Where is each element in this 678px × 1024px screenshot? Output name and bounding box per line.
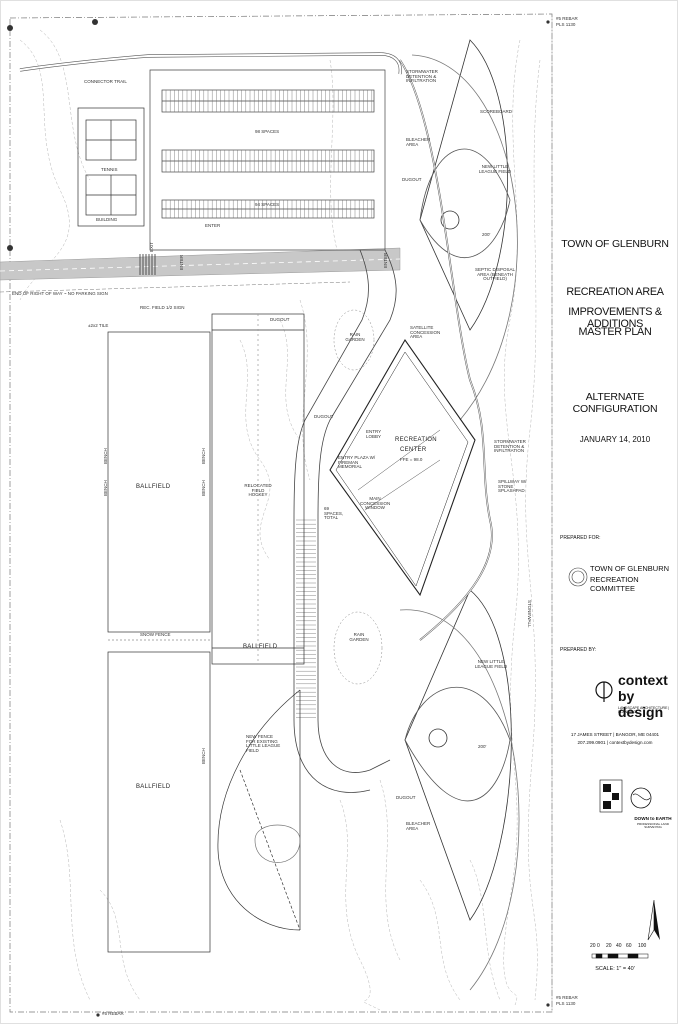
label-tennis: TENNIS <box>101 167 118 172</box>
label-right-of-way: END OF RIGHT OF WAY ~ NO PARKING SIGN <box>12 291 108 296</box>
label-tie: ±2x2 TILE <box>88 323 109 328</box>
title-project-2: IMPROVEMENTS & ADDITIONS <box>568 306 662 331</box>
south-parking-row <box>296 519 316 718</box>
label-dugout-top: DUGOUT <box>402 177 422 182</box>
label-rain-garden-bot: RAIN GARDEN <box>349 632 369 642</box>
partner-tagline: PROFESSIONAL LAND SURVEYING <box>636 822 670 830</box>
label-bleacher-top: BLEACHER AREA <box>406 137 431 147</box>
label-scoreboard: SCOREBOARD <box>480 109 513 114</box>
west-ballfields <box>107 313 305 953</box>
label-new-ll-bot: NEW LITTLE LEAGUE FIELD <box>474 659 508 669</box>
scale-tick: 40 <box>616 943 622 949</box>
label-ballfield-3: BALLFIELD <box>136 784 171 790</box>
label-stonewall: STONEWALL <box>527 600 532 628</box>
label-98-spaces: 98 SPACES <box>255 129 280 134</box>
title-project-3: MASTER PLAN <box>578 326 652 338</box>
label-septic: SEPTIC DISPOSAL AREA (BENEATH OUTFIELD) <box>474 267 515 281</box>
firm-logo <box>595 681 613 702</box>
scale-tick: 20 <box>590 943 596 949</box>
label-bleacher-bot: BLEACHER AREA <box>406 821 431 831</box>
label-bench-1: BENCH <box>103 448 108 464</box>
parking-stripes <box>165 90 372 218</box>
recreation-center-building <box>329 338 476 597</box>
client-line-2: RECREATION COMMITTEE <box>590 575 639 593</box>
label-enter-1: ENTER <box>205 223 221 228</box>
label-69-spaces: 69 SPACES, TOTAL <box>324 506 344 520</box>
partner-logos <box>599 779 652 813</box>
scale-tick: 100 <box>638 943 647 949</box>
label-building: BUILDING <box>96 217 118 222</box>
town-seal <box>568 567 588 587</box>
client-line-1: TOWN OF GLENBURN <box>590 564 670 573</box>
label-ballfield-1: BALLFIELD <box>136 484 171 490</box>
label-satellite: SATELLITE CONCESSION AREA <box>410 325 441 339</box>
scale-tick: 0 <box>597 943 600 949</box>
entrance-crosswalk <box>139 254 156 275</box>
road <box>0 247 401 293</box>
label-bench-4: BENCH <box>201 480 206 496</box>
label-spillway: SPILLWAY W/ STONE SPLASHPAD <box>498 479 527 493</box>
label-enter-3: ENTER <box>383 252 388 268</box>
label-dugout-mid: DUGOUT <box>270 317 290 322</box>
firm-contact: 207.299.0901 | contextbydesign.com <box>577 740 653 745</box>
title-project-1: RECREATION AREA <box>566 286 664 298</box>
rain-gardens <box>333 309 383 685</box>
firm-tagline: LANDSCAPE ARCHITECTURE | PLANNING <box>618 706 670 715</box>
title-date: JANUARY 14, 2010 <box>579 435 651 444</box>
label-rebar-br2: PLS 1130 <box>556 1001 576 1006</box>
label-relocated-field-hockey: RELOCATED FIELD HOCKEY <box>244 483 272 497</box>
prepared-for-label: PREPARED FOR: <box>560 535 601 541</box>
firm-address: 17 JAMES STREET | BANGOR, ME 04401 <box>570 732 660 737</box>
label-94-spaces: 94 SPACES <box>255 202 280 207</box>
top-little-league-field <box>411 39 518 421</box>
label-main-concession: MAIN CONCESSION WINDOW <box>360 496 391 510</box>
scale-label: SCALE: 1" = 40' <box>595 966 635 972</box>
prepared-by-label: PREPARED BY: <box>560 647 597 653</box>
label-bench-3: BENCH <box>201 448 206 464</box>
label-new-ll-top: NEW LITTLE LEAGUE FIELD <box>478 164 512 174</box>
label-bench-2: BENCH <box>103 480 108 496</box>
label-ffe: FFE = 98.0 <box>400 457 423 462</box>
title-block: TOWN OF GLENBURN RECREATION AREA IMPROVE… <box>552 0 678 1024</box>
label-rebar-tr: #5 REBAR <box>556 16 578 21</box>
firm-name-2: by design <box>618 688 664 721</box>
label-snow-fence: SNOW FENCE <box>140 632 171 637</box>
label-recreation-center-2: CENTER <box>400 447 427 453</box>
title-town: TOWN OF GLENBURN <box>561 238 669 250</box>
scale-tick: 20 <box>606 943 612 949</box>
scale-bar <box>591 953 649 959</box>
label-dugout-mid2: DUGOUT <box>314 414 334 419</box>
label-lobby: ENTRY LOBBY <box>366 429 382 439</box>
label-rebar-br: #5 REBAR <box>556 995 578 1000</box>
label-stormwater-top: STORMWATER DETENTION & INFILTRATION <box>406 69 438 83</box>
scale-tick: 60 <box>626 943 632 949</box>
label-stormwater-mid: STORMWATER DETENTION & INFILTRATION <box>494 439 526 453</box>
north-arrow <box>647 899 660 941</box>
label-bench-5: BENCH <box>201 748 206 764</box>
label-rebar-bl: #5 REBAR <box>102 1011 124 1016</box>
label-recreation-center-1: RECREATION <box>395 437 437 443</box>
label-rec-field-sign: REC. FIELD 1/2 SIGN <box>140 305 185 310</box>
label-entry-plaza: ENTRY PLAZA W/ FIREMAN MEMORIAL <box>338 455 376 469</box>
survey-markers <box>7 19 550 1017</box>
label-enter-2: ENTER <box>179 254 184 270</box>
label-rebar-tr2: PLS 1130 <box>556 22 576 27</box>
partner-name: DOWN to EARTH <box>634 816 672 821</box>
title-subtitle: ALTERNATE CONFIGURATION <box>572 391 658 416</box>
label-ballfield-2: BALLFIELD <box>243 644 278 650</box>
firm-name-1: context <box>618 672 668 688</box>
label-dugout-bot: DUGOUT <box>396 795 416 800</box>
label-elev-200b: 200' <box>478 744 487 749</box>
tennis-courts <box>77 107 145 227</box>
label-elev-200: 200' <box>482 232 491 237</box>
existing-little-league-field <box>217 689 301 931</box>
label-connector-trail: CONNECTOR TRAIL <box>84 79 127 84</box>
label-rain-garden-top: RAIN GARDEN <box>345 332 365 342</box>
label-exit: EXIT <box>149 241 154 252</box>
access-drive <box>317 249 397 773</box>
label-new-fence: NEW FENCE FOR EXISTING LITTLE LEAGUE FIE… <box>246 734 281 753</box>
